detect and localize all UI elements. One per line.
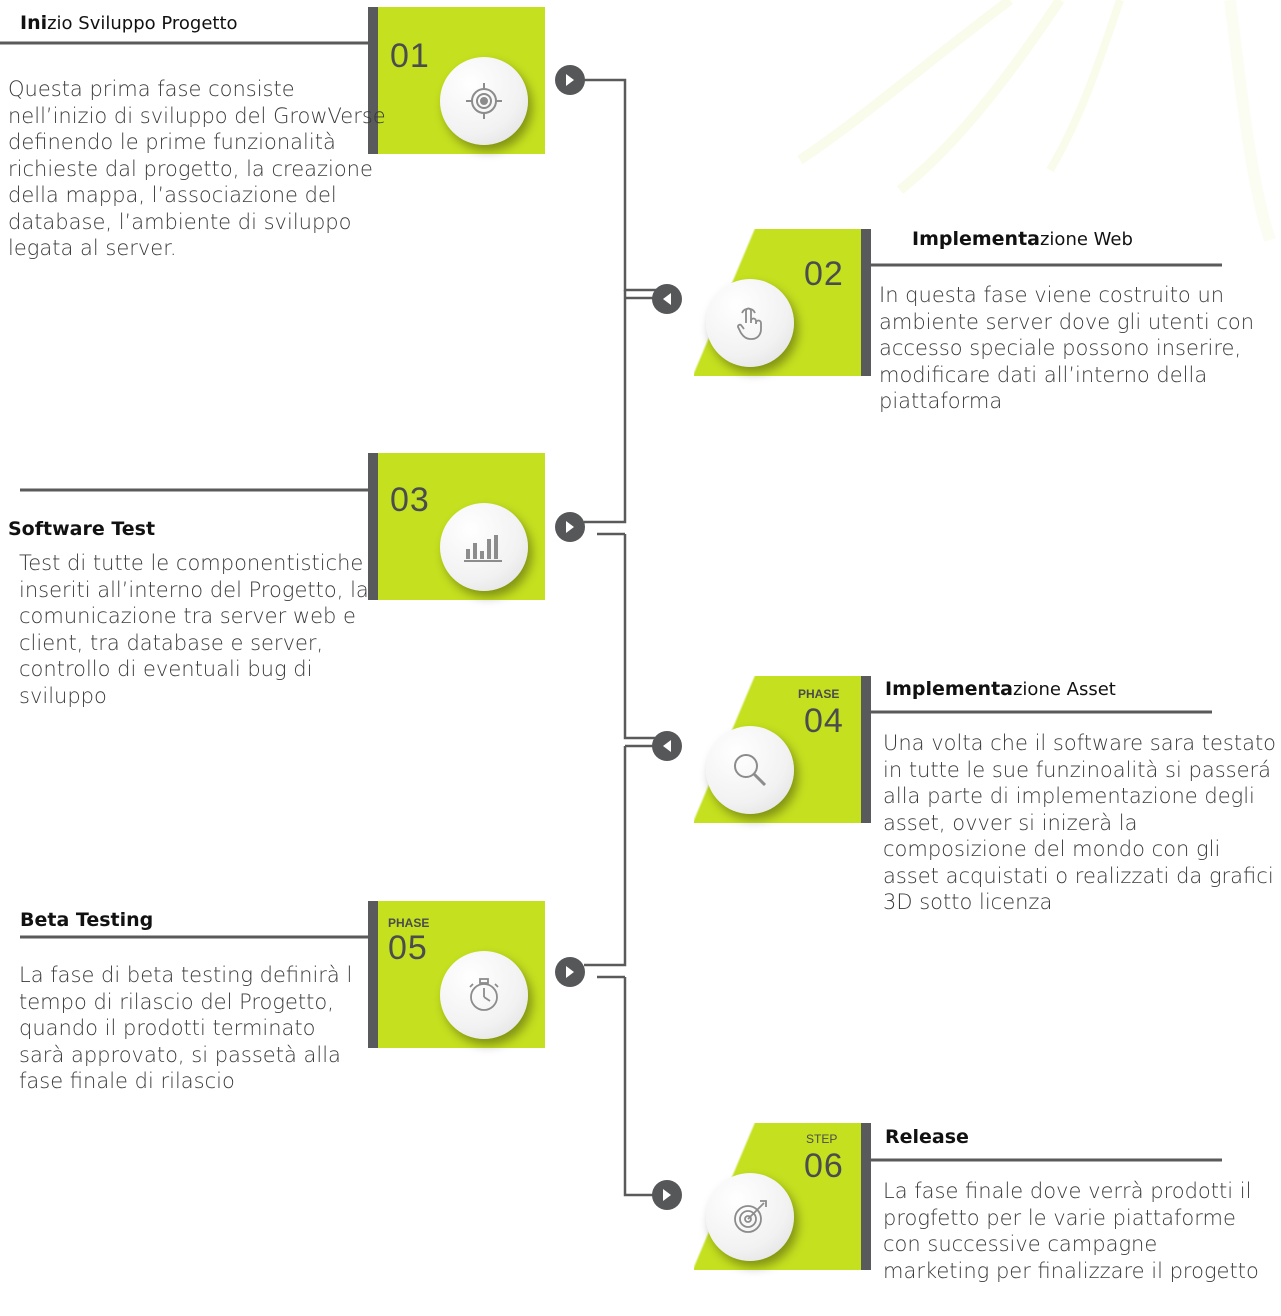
step-05-title: Beta Testing xyxy=(20,909,154,931)
next-arrow-button[interactable] xyxy=(555,65,585,95)
step-05-description: La fase di beta testing definirà l tempo… xyxy=(19,963,353,1093)
step-label: STEP xyxy=(806,1132,838,1146)
step-label: PHASE xyxy=(388,916,430,930)
step-bar xyxy=(861,229,871,376)
next-arrow-button[interactable] xyxy=(555,957,585,987)
step-02-description: In questa fase viene costruito un ambien… xyxy=(879,283,1255,413)
step-bar xyxy=(861,1123,871,1270)
step-04-description: Una volta che il software sara testato i… xyxy=(883,731,1277,914)
step-01-block: 01 xyxy=(368,7,545,154)
step-number: 03 xyxy=(390,481,430,519)
step-03-block: 03 xyxy=(368,453,545,600)
step-number: 02 xyxy=(804,255,844,293)
bar-chart-icon xyxy=(440,503,528,591)
step-01-description: Questa prima fase consiste nell’inizio d… xyxy=(8,77,386,260)
step-04-title: Implementazione Asset xyxy=(885,678,1116,700)
step-04-block: PHASE 04 xyxy=(694,676,871,823)
step-label: PHASE xyxy=(798,687,840,701)
step-05-block: PHASE 05 xyxy=(368,901,545,1048)
step-06-title: Release xyxy=(885,1126,969,1148)
prev-arrow-button[interactable] xyxy=(652,284,682,314)
step-number: 06 xyxy=(804,1147,844,1185)
step-02-block: 02 xyxy=(694,229,871,376)
step-06-description: La fase finale dove verrà prodotti il pr… xyxy=(883,1179,1259,1283)
step-bar xyxy=(368,901,378,1048)
step-03-title: Software Test xyxy=(8,518,156,540)
step-bar xyxy=(368,7,378,154)
step-01-title: Inizio Sviluppo Progetto xyxy=(20,12,238,34)
step-bar xyxy=(368,453,378,600)
magnifier-icon xyxy=(706,726,794,814)
dart-target-icon xyxy=(706,1173,794,1261)
step-number: 04 xyxy=(804,702,844,740)
next-arrow-button[interactable] xyxy=(555,512,585,542)
step-02-title: Implementazione Web xyxy=(912,228,1133,250)
step-03-description: Test di tutte le componentistiche inseri… xyxy=(19,551,369,708)
step-number: 05 xyxy=(388,929,428,967)
target-icon xyxy=(440,57,528,145)
step-06-block: STEP 06 xyxy=(694,1123,871,1270)
step-number: 01 xyxy=(390,37,430,75)
stopwatch-icon xyxy=(440,951,528,1039)
step-bar xyxy=(861,676,871,823)
background-leaves xyxy=(797,0,1276,242)
touch-hand-icon xyxy=(706,279,794,367)
prev-arrow-button[interactable] xyxy=(652,731,682,761)
next-arrow-button[interactable] xyxy=(652,1180,682,1210)
